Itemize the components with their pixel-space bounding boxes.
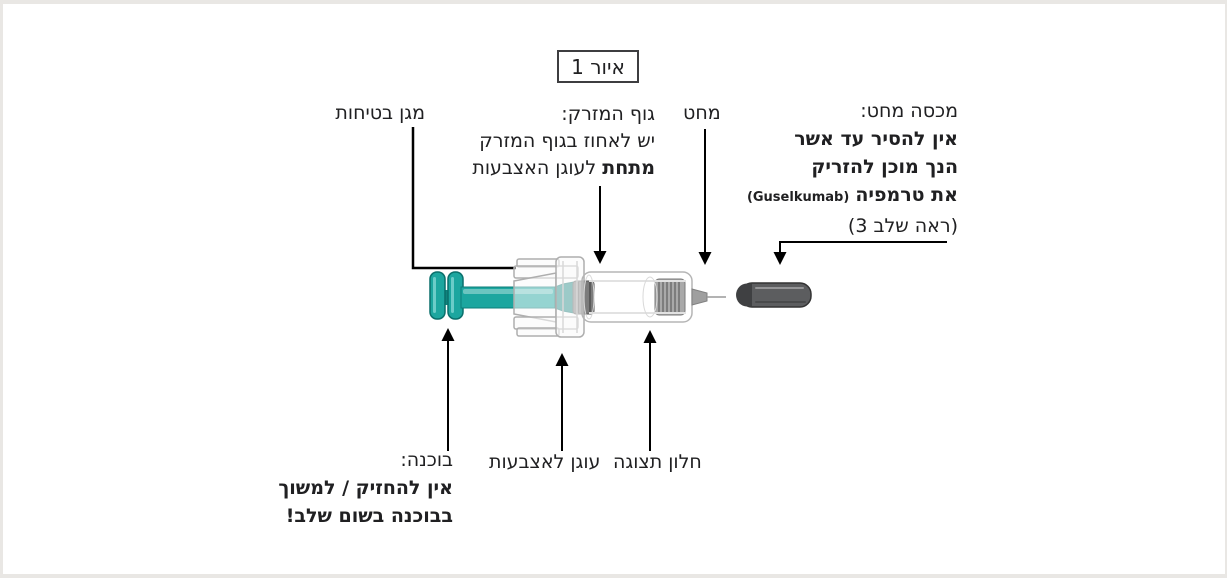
label-needle-cap: מכסה מחט: אין להסיר עד אשר הנך מוכן להזר… [747,97,958,240]
plunger-title: בוכנה: [400,449,453,471]
label-finger-flange: עוגן לאצבעות [489,451,601,473]
label-syringe-body: גוף המזרק: יש לאחוז בגוף המזרק מתחת לעוג… [472,101,655,182]
needle-cap-step-note: (ראה שלב 3) [847,215,958,237]
drug-name-latin: (Guselkumab) [746,190,850,205]
syringe-body-line3: מתחת לעוגן האצבעות [472,155,655,182]
page-background [3,4,1225,574]
syringe-body-line2: יש לאחוז בגוף המזרק [479,130,655,152]
needle-cap-warning2: הנך מוכן להזריק [811,156,958,178]
label-needle: מחט [683,102,721,124]
needle-cap-warning3-bold: את טרמפיה [855,184,958,206]
label-viewing-window: חלון תצוגה [613,451,702,473]
needle-cap-warning3: את טרמפיה (Guselkumab) [747,181,958,212]
label-plunger: בוכנה: אין להחזיק / למשוך בבוכנה בשום של… [278,446,453,530]
syringe-body-line3-rest: לעוגן האצבעות [472,157,597,179]
plunger-warning2: בבוכנה בשום שלב! [285,505,453,527]
needle-cap-title: מכסה מחט: [860,100,958,122]
syringe-body-title: גוף המזרק: [561,103,655,125]
figure-number-box: איור 1 [557,50,639,83]
figure-number-label: איור 1 [571,54,625,79]
label-safety-guard: מגן בטיחות [335,102,425,124]
syringe-body-line3-bold: מתחת [602,157,655,179]
plunger-warning1: אין להחזיק / למשוך [278,477,453,499]
needle-cap-warning1: אין להסיר עד אשר [794,128,958,150]
